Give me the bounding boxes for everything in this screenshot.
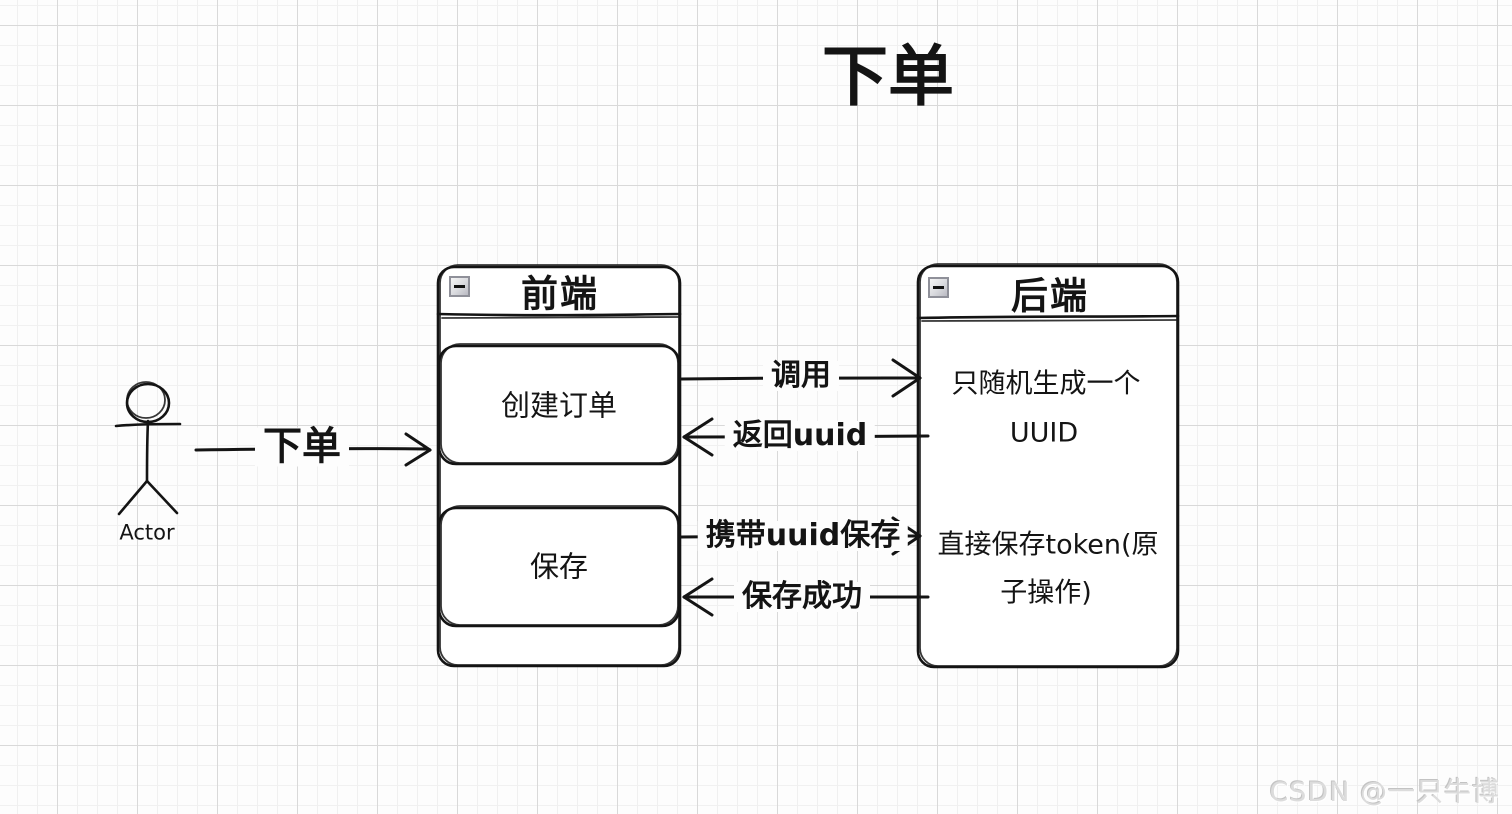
backend-header-title: 后端 <box>1011 274 1089 318</box>
minus-icon <box>933 286 944 289</box>
diagram-title: 下单 <box>822 38 954 115</box>
watermark: CSDN @一只牛博 <box>1269 777 1500 808</box>
frontend-header-title: 前端 <box>521 272 599 316</box>
backend-note-token-line2: 子操作) <box>1000 577 1092 609</box>
save-success-arrow-label: 保存成功 <box>734 582 870 612</box>
backend-collapse-button[interactable] <box>928 277 949 298</box>
create-order-node-label: 创建订单 <box>500 388 618 423</box>
order-arrow-label: 下单 <box>254 427 350 467</box>
call-arrow-label: 调用 <box>763 361 839 391</box>
minus-icon <box>454 285 465 288</box>
backend-note-token-line1: 直接保存token(原 <box>937 529 1159 561</box>
backend-container[interactable] <box>916 263 1180 669</box>
save-with-uuid-arrow-label: 携带uuid保存 <box>697 521 909 551</box>
create-order-node[interactable] <box>437 343 681 466</box>
frontend-collapse-button[interactable] <box>449 276 470 297</box>
save-node[interactable] <box>437 505 681 628</box>
actor-figure[interactable] <box>114 381 182 516</box>
actor-label: Actor <box>119 520 175 545</box>
backend-note-uuid-line1: 只随机生成一个 <box>951 368 1141 400</box>
save-node-label: 保存 <box>529 549 589 584</box>
return-uuid-arrow-label: 返回uuid <box>724 421 876 451</box>
backend-note-uuid-line2: UUID <box>1009 417 1079 449</box>
